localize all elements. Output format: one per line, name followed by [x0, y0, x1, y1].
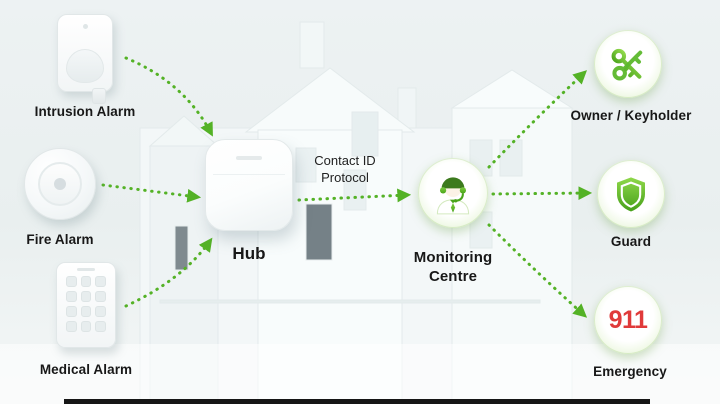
- hub-label: Hub: [232, 244, 266, 263]
- hub-speaker-slot: [236, 156, 262, 160]
- emergency-label: Emergency: [593, 364, 667, 379]
- owner-keyholder-label: Owner / Keyholder: [570, 108, 692, 123]
- detector-core: [54, 178, 66, 190]
- protocol-label: Contact ID Protocol: [290, 152, 400, 186]
- intrusion-alarm-label: Intrusion Alarm: [34, 104, 136, 119]
- emergency-911-node: 911: [594, 286, 662, 354]
- fire-alarm-label: Fire Alarm: [26, 232, 94, 247]
- monitoring-line2: Centre: [428, 268, 478, 285]
- sensor-led: [82, 24, 88, 29]
- owner-keyholder-node: [594, 30, 662, 98]
- protocol-line1: Contact ID: [314, 153, 376, 168]
- hub-device-icon: [205, 139, 293, 231]
- monitoring-line1: Monitoring: [413, 249, 493, 266]
- keypad-icon: [56, 262, 116, 348]
- medical-alarm-label: Medical Alarm: [39, 362, 133, 377]
- shield-icon: [617, 177, 645, 212]
- monitoring-centre-icon: [418, 158, 488, 228]
- bottom-bar: [64, 399, 650, 404]
- keys-icon: [611, 48, 643, 81]
- protocol-line2: Protocol: [321, 170, 369, 185]
- guard-node: [597, 160, 665, 228]
- hub-seam: [213, 174, 285, 175]
- monitoring-centre-label: Monitoring Centre: [396, 248, 510, 286]
- smoke-detector-icon: [24, 148, 96, 220]
- emergency-911-badge: 911: [608, 305, 648, 334]
- motion-sensor-icon: [57, 14, 113, 104]
- operator-headset-icon: [436, 177, 470, 215]
- sensor-lens: [66, 49, 104, 83]
- guard-label: Guard: [610, 234, 652, 249]
